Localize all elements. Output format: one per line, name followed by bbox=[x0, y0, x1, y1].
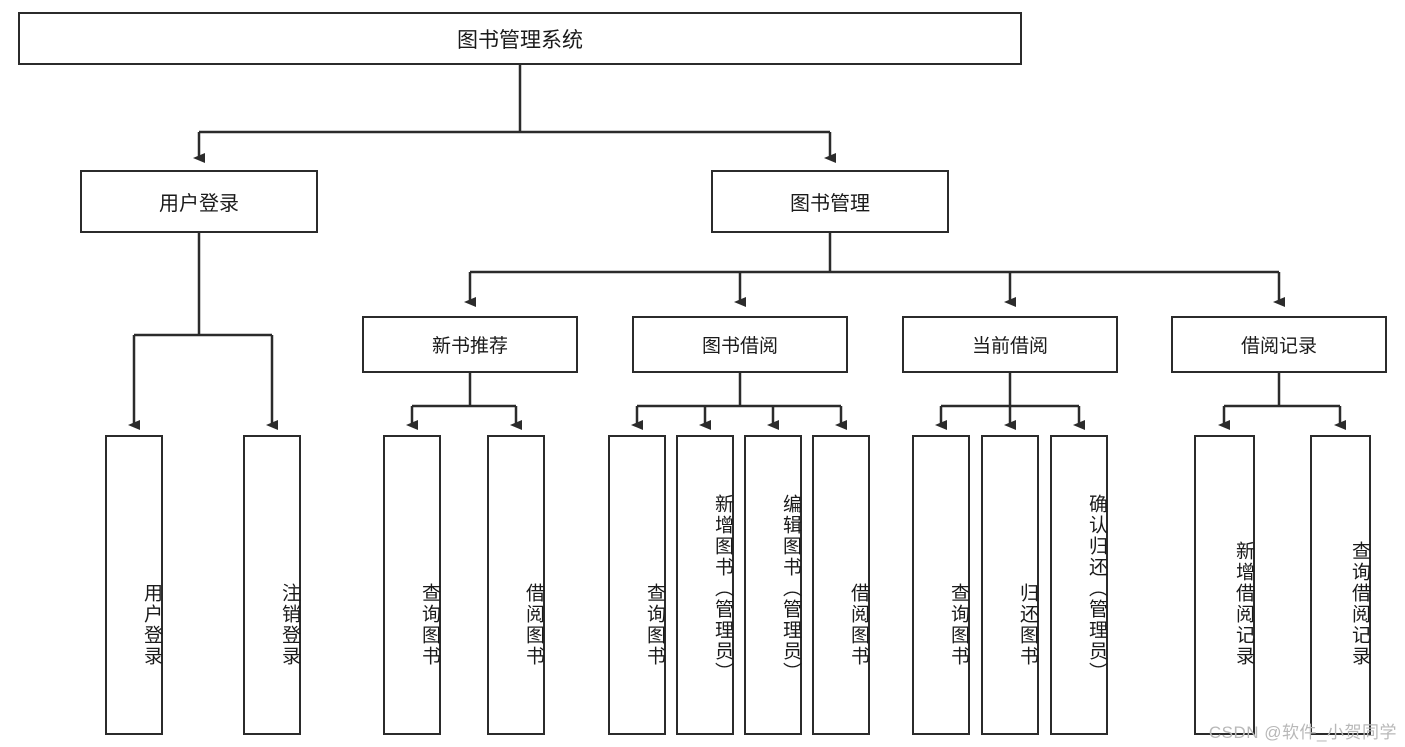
node-leaf-query-record-label: 查询借阅记录 bbox=[1349, 541, 1370, 667]
node-leaf-borrow-book-2[interactable]: 借阅图书 bbox=[812, 435, 870, 735]
node-book-borrow-label: 图书借阅 bbox=[701, 336, 778, 357]
node-leaf-user-login-label: 用户登录 bbox=[141, 583, 162, 667]
node-leaf-query-book-1[interactable]: 查询图书 bbox=[383, 435, 441, 735]
node-leaf-add-book[interactable]: 新增图书（管理员） bbox=[676, 435, 734, 735]
node-leaf-confirm-return[interactable]: 确认归还（管理员） bbox=[1050, 435, 1108, 735]
node-current-borrow-label: 当前借阅 bbox=[971, 336, 1048, 357]
node-current-borrow[interactable]: 当前借阅 bbox=[902, 316, 1118, 373]
node-new-book-rec[interactable]: 新书推荐 bbox=[362, 316, 578, 373]
node-leaf-return-book-label: 归还图书 bbox=[1017, 583, 1038, 667]
node-leaf-query-book-1-label: 查询图书 bbox=[419, 583, 440, 667]
node-book-borrow[interactable]: 图书借阅 bbox=[632, 316, 848, 373]
node-leaf-user-login[interactable]: 用户登录 bbox=[105, 435, 163, 735]
node-leaf-add-record[interactable]: 新增借阅记录 bbox=[1194, 435, 1255, 735]
node-leaf-logout[interactable]: 注销登录 bbox=[243, 435, 301, 735]
watermark: CSDN @软件_小贺同学 bbox=[1208, 723, 1397, 742]
node-leaf-confirm-return-label: 确认归还（管理员） bbox=[1086, 493, 1107, 683]
node-book-manage[interactable]: 图书管理 bbox=[711, 170, 949, 233]
node-leaf-return-book[interactable]: 归还图书 bbox=[981, 435, 1039, 735]
node-leaf-query-book-2-label: 查询图书 bbox=[644, 583, 665, 667]
node-borrow-record-label: 借阅记录 bbox=[1240, 336, 1317, 357]
node-leaf-query-record[interactable]: 查询借阅记录 bbox=[1310, 435, 1371, 735]
node-leaf-borrow-book-1[interactable]: 借阅图书 bbox=[487, 435, 545, 735]
node-leaf-add-book-label: 新增图书（管理员） bbox=[712, 493, 733, 683]
node-book-manage-label: 图书管理 bbox=[790, 193, 870, 215]
node-new-book-rec-label: 新书推荐 bbox=[431, 336, 508, 357]
node-leaf-query-book-3-label: 查询图书 bbox=[948, 583, 969, 667]
node-leaf-logout-label: 注销登录 bbox=[279, 583, 300, 667]
node-leaf-borrow-book-2-label: 借阅图书 bbox=[848, 583, 869, 667]
node-root-label: 图书管理系统 bbox=[457, 28, 583, 52]
node-leaf-add-record-label: 新增借阅记录 bbox=[1233, 541, 1254, 667]
node-leaf-query-book-3[interactable]: 查询图书 bbox=[912, 435, 970, 735]
node-user-login-label: 用户登录 bbox=[159, 193, 239, 215]
node-leaf-borrow-book-1-label: 借阅图书 bbox=[523, 583, 544, 667]
node-leaf-edit-book-label: 编辑图书（管理员） bbox=[780, 493, 801, 683]
node-leaf-edit-book[interactable]: 编辑图书（管理员） bbox=[744, 435, 802, 735]
node-borrow-record[interactable]: 借阅记录 bbox=[1171, 316, 1387, 373]
node-leaf-query-book-2[interactable]: 查询图书 bbox=[608, 435, 666, 735]
node-root[interactable]: 图书管理系统 bbox=[18, 12, 1022, 65]
node-user-login[interactable]: 用户登录 bbox=[80, 170, 318, 233]
